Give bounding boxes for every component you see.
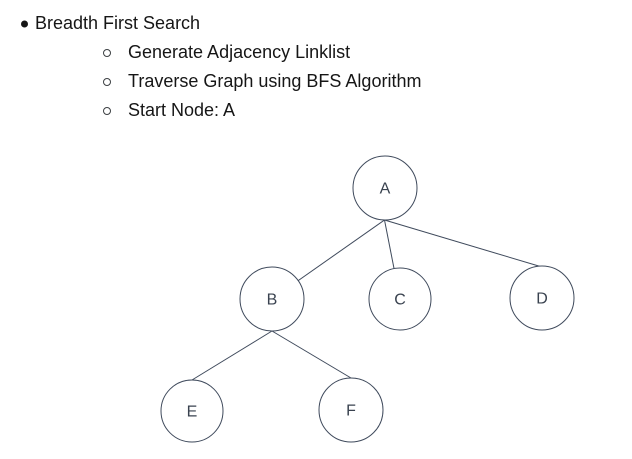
sub-bullet-generate-adjacency: Generate Adjacency Linklist <box>0 38 632 67</box>
edge-A-D <box>384 219 543 268</box>
node-B-circle <box>239 266 305 332</box>
node-D-circle <box>509 265 575 331</box>
node-A-circle <box>352 155 418 221</box>
node-B-label: B <box>267 292 278 309</box>
node-F-circle <box>318 377 384 443</box>
filled-bullet-icon <box>21 20 28 27</box>
sub-bullet-traverse-graph: Traverse Graph using BFS Algorithm <box>0 67 632 96</box>
node-E-circle <box>160 379 224 443</box>
hollow-bullet-icon <box>103 77 111 86</box>
edge-B-E <box>191 330 273 381</box>
bullet-list: Breadth First Search Generate Adjacency … <box>0 9 632 125</box>
edge-B-F <box>271 330 352 379</box>
bullet-title-text: Breadth First Search <box>35 13 201 33</box>
hollow-bullet-icon <box>103 48 111 57</box>
node-E-label: E <box>187 404 198 421</box>
bullet-item-title: Breadth First Search <box>0 9 632 38</box>
sub-bullet-start-node: Start Node: A <box>0 96 632 125</box>
node-A-label: A <box>380 181 391 198</box>
node-C-label: C <box>394 292 406 309</box>
hollow-bullet-icon <box>103 106 111 115</box>
sub-bullet-text: Generate Adjacency Linklist <box>128 42 351 62</box>
sub-bullet-text: Traverse Graph using BFS Algorithm <box>128 71 422 91</box>
sub-bullet-text: Start Node: A <box>128 100 236 120</box>
node-F-label: F <box>346 403 356 420</box>
node-C-circle <box>368 267 432 331</box>
node-D-label: D <box>536 291 548 308</box>
